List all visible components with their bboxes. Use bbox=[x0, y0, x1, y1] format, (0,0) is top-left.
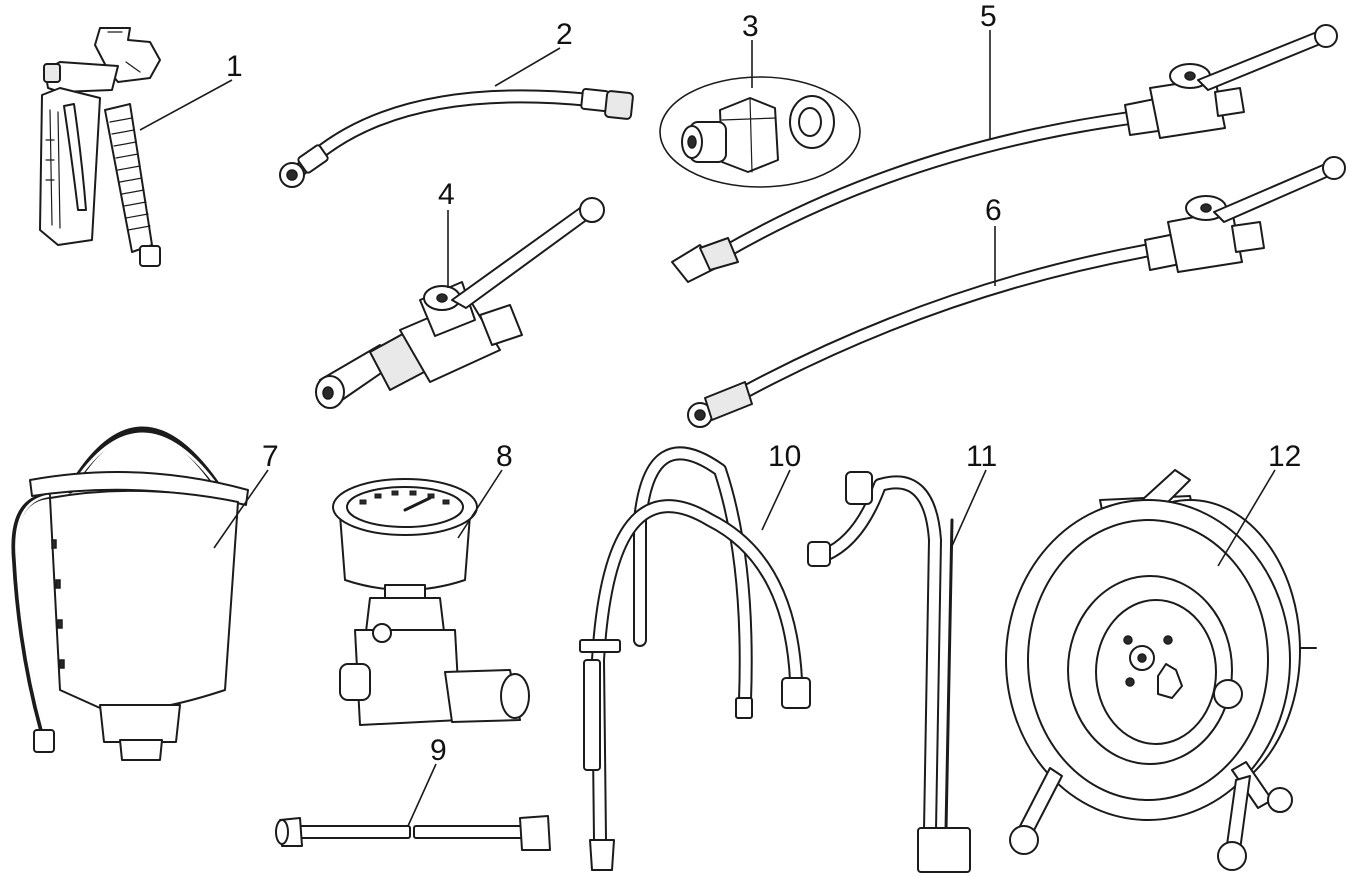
part-12-hose-reel bbox=[1005, 469, 1317, 871]
part-1-spray-gun bbox=[39, 27, 161, 267]
part-9-connecting-tube bbox=[275, 815, 551, 851]
part-11-bent-pipe bbox=[807, 471, 971, 873]
part-label-1: 1 bbox=[226, 50, 243, 83]
part-label-2: 2 bbox=[556, 18, 573, 51]
part-label-5: 5 bbox=[980, 0, 997, 33]
part-10-suction-tubes bbox=[579, 446, 811, 871]
part-label-8: 8 bbox=[496, 440, 513, 473]
part-label-6: 6 bbox=[985, 194, 1002, 227]
part-label-12: 12 bbox=[1268, 440, 1301, 473]
part-6-hose-with-valve bbox=[687, 156, 1346, 428]
part-label-4: 4 bbox=[438, 178, 455, 211]
part-label-9: 9 bbox=[430, 734, 447, 767]
part-label-10: 10 bbox=[768, 440, 801, 473]
part-8-pressure-gauge bbox=[332, 478, 530, 726]
part-3-fitting-kit bbox=[659, 76, 861, 188]
part-2-short-hose bbox=[279, 87, 634, 188]
part-7-cup-bucket bbox=[11, 426, 249, 761]
part-label-11: 11 bbox=[966, 440, 997, 473]
part-4-ball-valve bbox=[315, 197, 605, 409]
part-label-7: 7 bbox=[262, 440, 279, 473]
part-label-3: 3 bbox=[742, 10, 759, 43]
part-5-hose-with-valve bbox=[671, 24, 1338, 283]
